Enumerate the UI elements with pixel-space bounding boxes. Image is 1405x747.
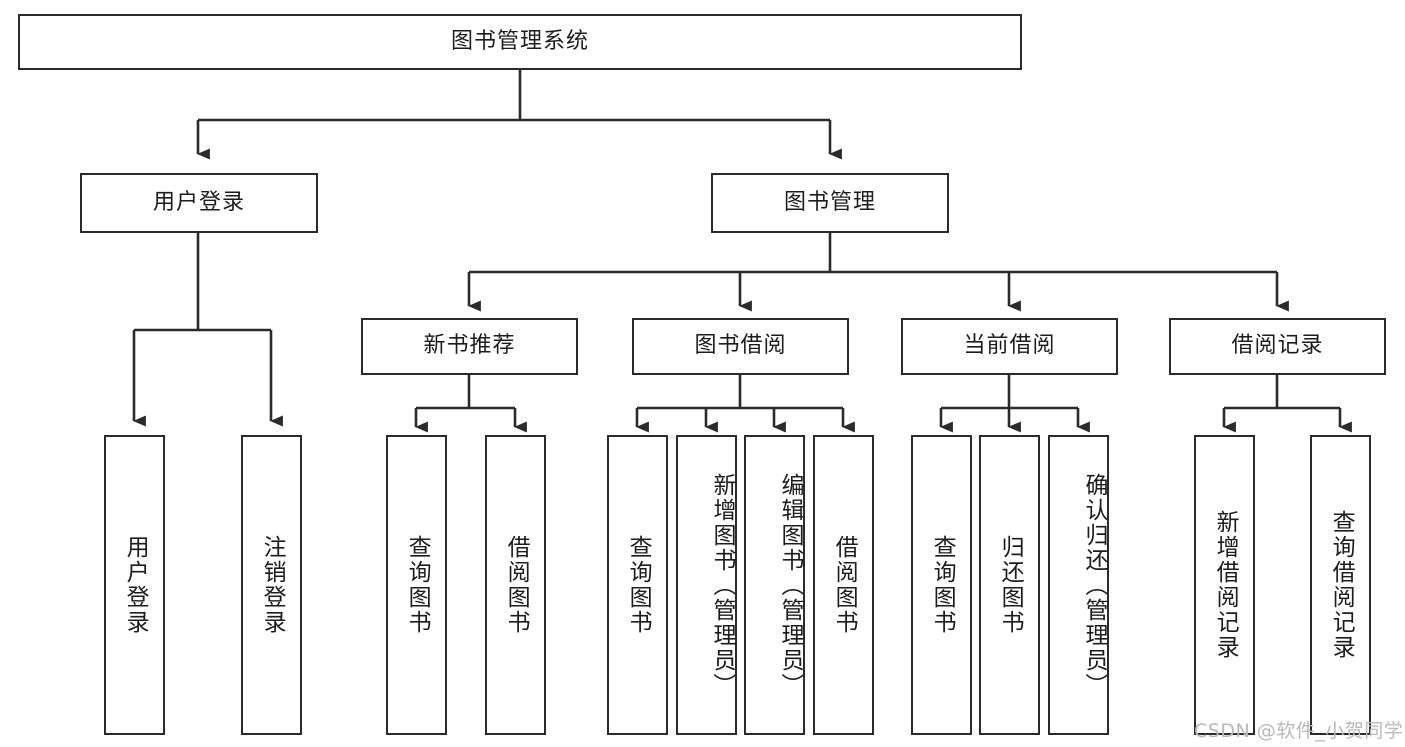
node-label: 图书管理系统 — [450, 28, 589, 54]
leaf-borrow-query-book[interactable]: 查询图书 — [607, 435, 668, 735]
leaf-new-book-query[interactable]: 查询图书 — [386, 435, 447, 735]
node-label: 查询图书 — [625, 535, 652, 635]
node-borrow-record[interactable]: 借阅记录 — [1169, 318, 1386, 375]
node-label: 注销登录 — [259, 535, 286, 635]
node-label: 新增借阅记录 — [1212, 510, 1239, 660]
watermark-text: CSDN @软件_小贺同学 — [1194, 720, 1404, 742]
node-label: 图书借阅 — [694, 333, 787, 359]
leaf-current-confirm-return-admin[interactable]: 确认归还（管理员） — [1048, 435, 1109, 735]
leaf-current-query-book[interactable]: 查询图书 — [911, 435, 972, 735]
leaf-new-book-borrow[interactable]: 借阅图书 — [485, 435, 546, 735]
node-label: 归还图书 — [997, 535, 1024, 635]
leaf-user-login-logout[interactable]: 注销登录 — [241, 435, 302, 735]
node-label: 新书推荐 — [423, 333, 516, 359]
node-current-borrow[interactable]: 当前借阅 — [901, 318, 1118, 375]
leaf-record-query-record[interactable]: 查询借阅记录 — [1310, 435, 1371, 735]
leaf-borrow-edit-book-admin[interactable]: 编辑图书（管理员） — [744, 435, 805, 735]
node-root-book-management-system[interactable]: 图书管理系统 — [18, 14, 1022, 70]
leaf-record-add-record[interactable]: 新增借阅记录 — [1194, 435, 1255, 735]
node-label: 图书管理 — [783, 189, 876, 215]
node-book-borrow[interactable]: 图书借阅 — [632, 318, 849, 375]
node-label: 借阅图书 — [503, 535, 530, 635]
node-label: 借阅记录 — [1231, 333, 1324, 359]
leaf-borrow-borrow-book[interactable]: 借阅图书 — [813, 435, 874, 735]
node-label: 用户登录 — [122, 535, 149, 635]
node-label: 借阅图书 — [831, 535, 858, 635]
node-label: 新增图书（管理员） — [709, 472, 735, 698]
node-book-management[interactable]: 图书管理 — [711, 173, 949, 233]
node-user-login[interactable]: 用户登录 — [80, 173, 318, 233]
node-label: 查询图书 — [929, 535, 956, 635]
leaf-current-return-book[interactable]: 归还图书 — [979, 435, 1040, 735]
node-label: 查询借阅记录 — [1328, 510, 1355, 660]
node-label: 编辑图书（管理员） — [777, 472, 803, 698]
node-label: 查询图书 — [404, 535, 431, 635]
node-label: 当前借阅 — [963, 333, 1056, 359]
leaf-user-login-login[interactable]: 用户登录 — [104, 435, 165, 735]
node-label: 用户登录 — [152, 189, 245, 215]
leaf-borrow-add-book-admin[interactable]: 新增图书（管理员） — [676, 435, 737, 735]
node-label: 确认归还（管理员） — [1081, 472, 1107, 698]
node-new-book-recommend[interactable]: 新书推荐 — [361, 318, 578, 375]
